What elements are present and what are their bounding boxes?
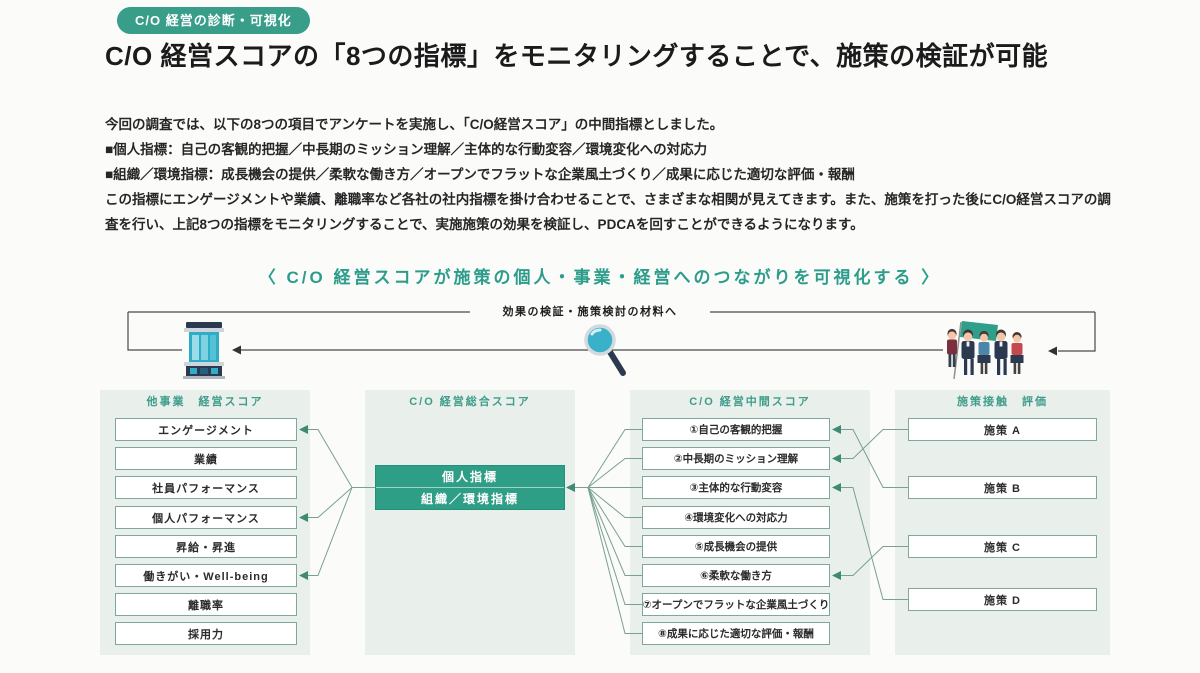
score-flow-diagram: 効果の検証・施策検討の材料へ 他事業 経営スコア C/O 経営総合スコア C/O… (0, 295, 1200, 673)
intro-line-4: この指標にエンゲージメントや業績、離職率など各社の社内指標を掛け合わせることで、… (105, 192, 1111, 232)
diagram-heading: 〈 C/O 経営スコアが施策の個人・事業・経営へのつながりを可視化する 〉 (258, 268, 942, 287)
metric-box-raise-promotion: 昇給・昇進 (115, 535, 297, 558)
total-score-box: 個人指標 組織／環境指標 (375, 465, 565, 510)
arrow-to-people (1048, 346, 1057, 356)
header-company-metrics: 他事業 経営スコア (146, 396, 264, 408)
metric-box-employee-performance: 社員パフォーマンス (115, 476, 297, 499)
total-score-row-personal: 個人指標 (376, 466, 564, 488)
total-score-row-org-env: 組織／環境指標 (420, 492, 519, 506)
header-total-score: C/O 経営総合スコア (409, 396, 531, 408)
feedback-loop-label: 効果の検証・施策検討の材料へ (470, 304, 710, 320)
intermediate-box-1: ①自己の客観的把握 (642, 418, 830, 441)
header-measures: 施策接触 評価 (957, 396, 1048, 408)
metric-box-performance: 業績 (115, 447, 297, 470)
intermediate-box-8: ⑧成果に応じた適切な評価・報酬 (642, 622, 830, 645)
intermediate-box-6: ⑥柔軟な働き方 (642, 564, 830, 587)
intro-line-2: ■個人指標：自己の客観的把握／中長期のミッション理解／主体的な行動変容／環境変化… (105, 142, 708, 157)
measure-box-b: 施策 B (908, 476, 1097, 499)
people-flag-icon (947, 321, 1024, 380)
measure-box-c: 施策 C (908, 535, 1097, 558)
teal-arrowheads (299, 425, 841, 580)
measure-link-lines (834, 429, 908, 600)
left-fan-lines (301, 429, 375, 576)
intro-line-1: 今回の調査では、以下の8つの項目でアンケートを実施し、「C/O経営スコア」の中間… (105, 117, 724, 132)
metric-box-recruiting: 採用力 (115, 622, 297, 645)
company-building-icon (183, 322, 225, 379)
metric-box-turnover: 離職率 (115, 593, 297, 616)
section-badge: C/O 経営の診断・可視化 (117, 7, 310, 34)
metric-box-wellbeing: 働きがい・Well-being (115, 564, 297, 587)
intermediate-box-7: ⑦オープンでフラットな企業風土づくり (642, 593, 830, 616)
page-title: C/O 経営スコアの「8つの指標」をモニタリングすることで、施策の検証が可能 (105, 41, 1049, 71)
metric-box-engagement: エンゲージメント (115, 418, 297, 441)
column-panel-total-score (365, 390, 575, 655)
right-fan-lines (568, 429, 642, 634)
intro-text: 今回の調査では、以下の8つの項目でアンケートを実施し、「C/O経営スコア」の中間… (105, 112, 1117, 237)
intermediate-box-3: ③主体的な行動変容 (642, 476, 830, 499)
measure-box-a: 施策 A (908, 418, 1097, 441)
arrow-to-building (232, 345, 241, 355)
magnifier-icon (584, 324, 626, 376)
metric-box-individual-performance: 個人パフォーマンス (115, 506, 297, 529)
intermediate-box-2: ②中長期のミッション理解 (642, 447, 830, 470)
measure-box-d: 施策 D (908, 588, 1097, 611)
intro-line-3: ■組織／環境指標：成長機会の提供／柔軟な働き方／オープンでフラットな企業風土づく… (105, 167, 855, 182)
header-intermediate-score: C/O 経営中間スコア (689, 396, 811, 408)
intermediate-box-5: ⑤成長機会の提供 (642, 535, 830, 558)
intermediate-box-4: ④環境変化への対応力 (642, 506, 830, 529)
